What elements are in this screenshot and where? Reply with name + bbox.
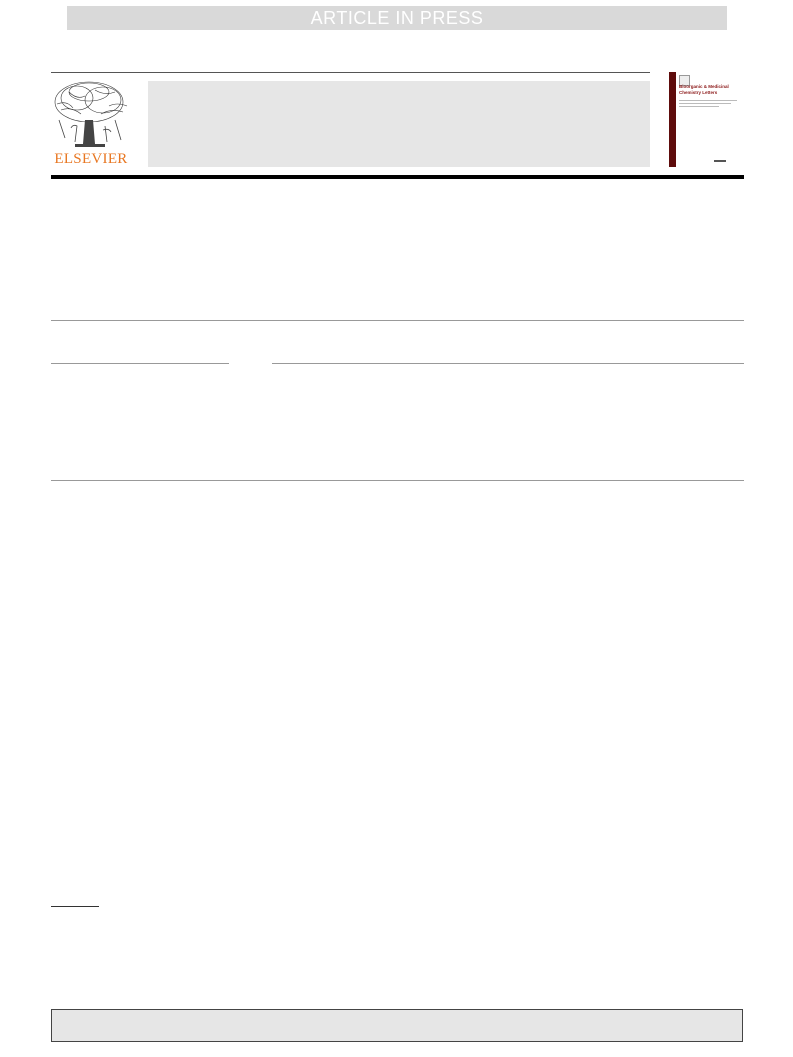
cover-text-line <box>679 106 719 107</box>
publisher-name: ELSEVIER <box>54 151 128 167</box>
article-info-rule <box>51 363 229 364</box>
publisher-logo: ELSEVIER <box>51 80 131 168</box>
cover-text-line <box>679 100 737 101</box>
cover-logo-icon <box>679 75 690 86</box>
journal-masthead-placeholder <box>148 81 650 167</box>
header-bottom-rule <box>51 175 744 179</box>
journal-cover-thumbnail: Bioorganic & Medicinal Chemistry Letters <box>669 72 744 167</box>
tree-logo-icon <box>54 81 128 147</box>
cover-spine-strip <box>669 72 676 167</box>
cover-text-line <box>679 103 731 104</box>
citation-box <box>51 1009 743 1042</box>
cover-panel: Bioorganic & Medicinal Chemistry Letters <box>676 72 744 167</box>
header-top-rule <box>51 72 650 73</box>
section-rule-top <box>51 320 744 321</box>
footnote-rule <box>51 906 99 907</box>
cover-journal-title: Bioorganic & Medicinal Chemistry Letters <box>679 84 729 95</box>
article-in-press-banner: ARTICLE IN PRESS <box>67 6 727 30</box>
section-rule-bottom <box>51 480 744 481</box>
banner-text: ARTICLE IN PRESS <box>310 7 484 28</box>
cover-footer-mark <box>714 160 726 162</box>
abstract-rule <box>272 363 744 364</box>
